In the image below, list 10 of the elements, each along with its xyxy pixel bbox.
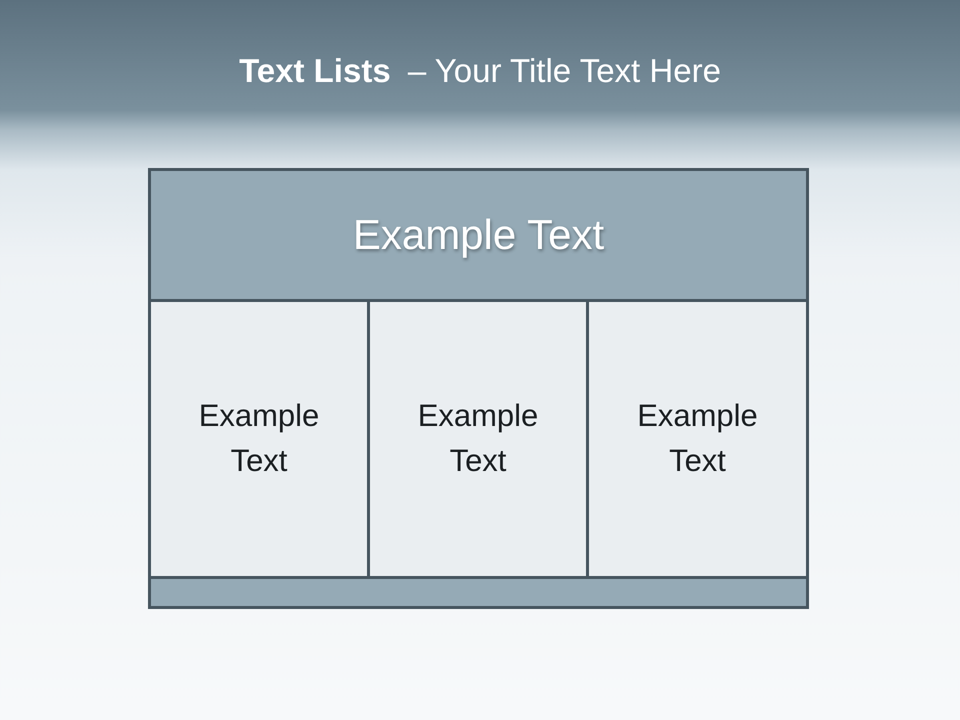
text-panel <box>586 299 809 579</box>
text-panel <box>367 299 589 579</box>
panel-text: Example Text <box>416 397 540 480</box>
header-text: Example Text <box>352 211 604 259</box>
header-band <box>148 168 809 302</box>
slide-title: Text Lists – Your Title Text Here <box>238 52 722 90</box>
panel-text: Example Text <box>636 397 759 480</box>
panel-text: Example Text <box>198 397 320 480</box>
footer-bar <box>148 576 809 609</box>
text-panel <box>148 299 370 579</box>
